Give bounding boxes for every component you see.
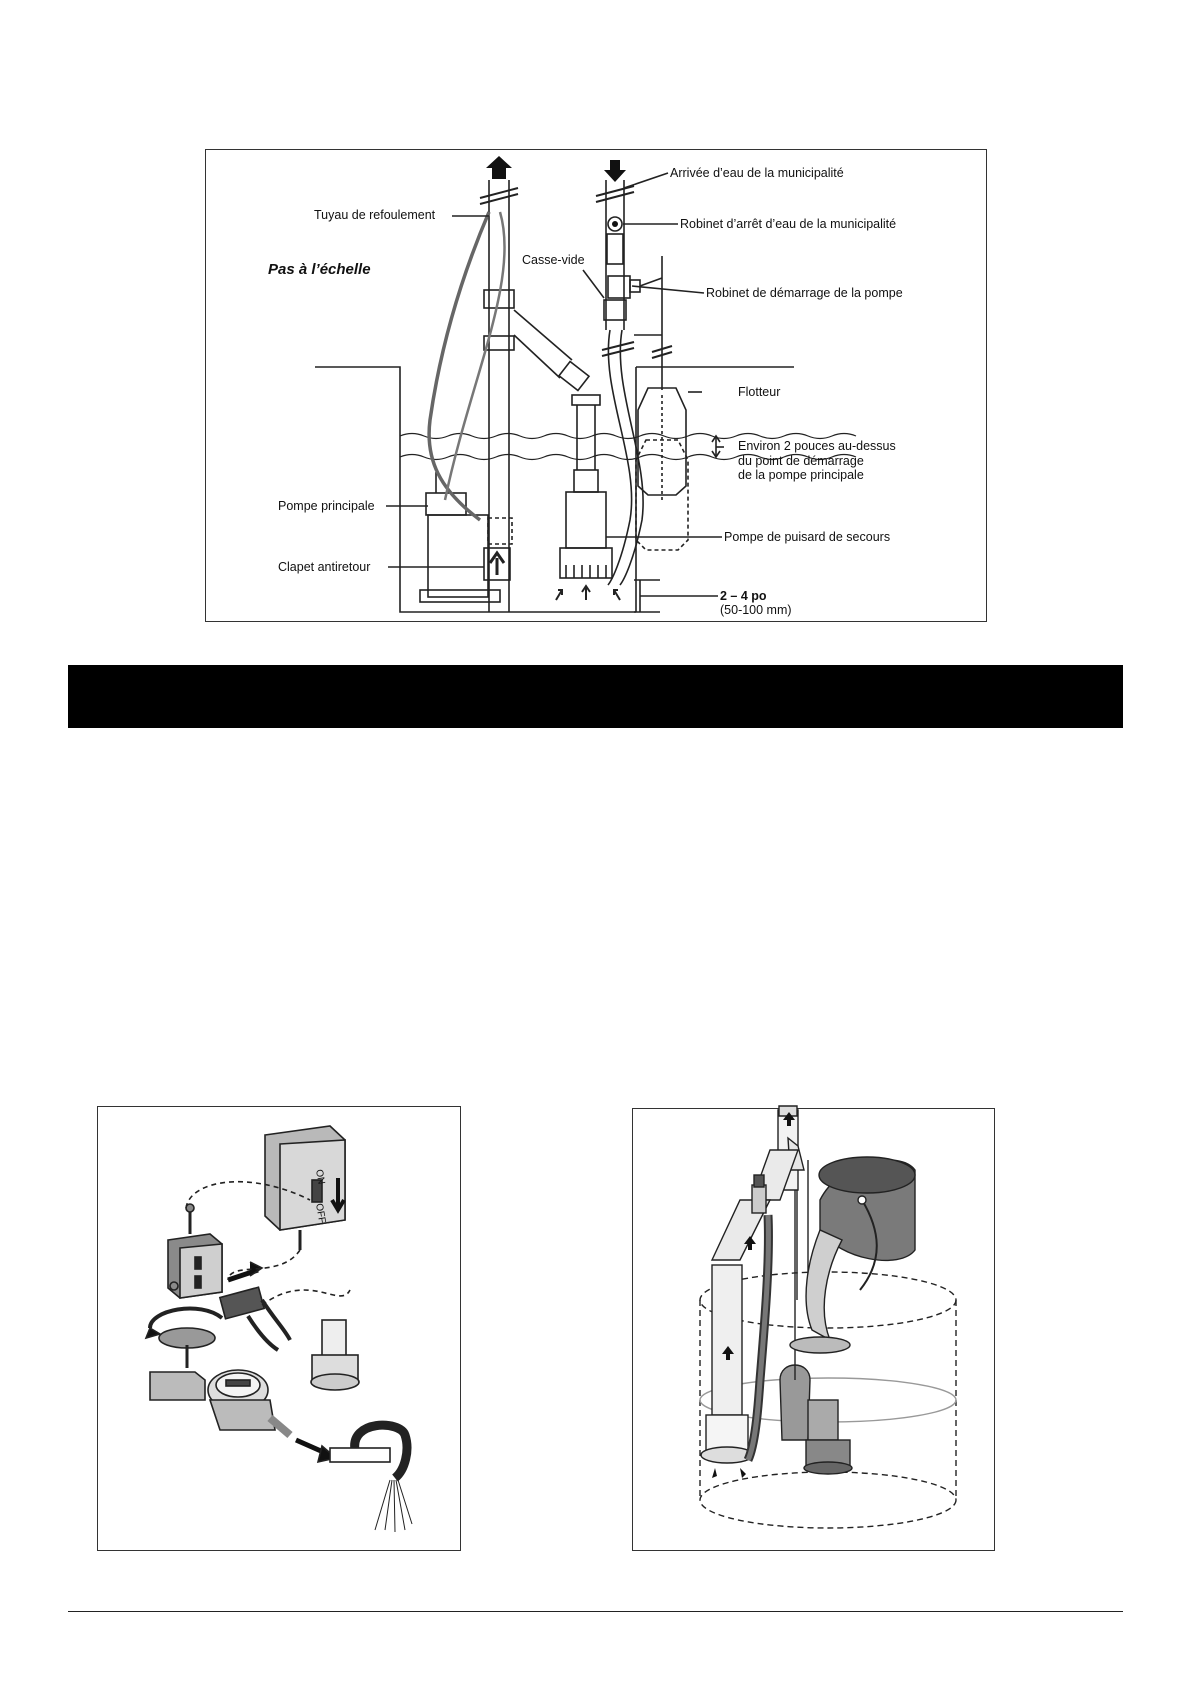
label-pump-start-valve: Robinet de démarrage de la pompe (706, 286, 903, 300)
label-backup-pump: Pompe de puisard de secours (724, 530, 891, 544)
arrow-up-pipe-mid (744, 1236, 756, 1250)
label-municipal-water-inlet: Arrivée d’eau de la municipalité (670, 166, 844, 180)
switch-on-label: ON (313, 1169, 326, 1186)
float-shape (637, 387, 687, 496)
sump-pit-outline (315, 366, 636, 613)
label-main-pump: Pompe principale (278, 499, 375, 513)
label-municipal-shutoff-valve: Robinet d’arrêt d’eau de la municipalité (680, 217, 897, 231)
label-environ-line2: du point de démarrage (738, 454, 864, 468)
label-check-valve: Clapet antiretour (278, 560, 371, 574)
arrow-up-pipe-top (783, 1112, 795, 1126)
label-discharge-pipe: Tuyau de refoulement (314, 208, 436, 222)
label-clearance-line2: (50-100 mm) (720, 603, 792, 617)
label-clearance-line1: 2 – 4 po (720, 589, 767, 603)
inlet-down-arrow (604, 160, 626, 182)
discharge-up-arrow (486, 156, 512, 179)
switch-off-label: OFF (313, 1203, 327, 1225)
water-line-upper (399, 432, 857, 440)
scale-note: Pas à l’échelle (268, 261, 371, 278)
section-header-bar (68, 665, 1123, 728)
label-environ-line1: Environ 2 pouces au-dessus (738, 439, 896, 453)
arrow-up-pipe-low (722, 1346, 734, 1360)
label-float: Flotteur (738, 385, 781, 399)
footer-rule (68, 1611, 1123, 1612)
label-environ-line3: de la pompe principale (738, 468, 864, 482)
label-vacuum-breaker: Casse-vide (522, 253, 585, 267)
installation-diagram-frame (205, 149, 987, 622)
